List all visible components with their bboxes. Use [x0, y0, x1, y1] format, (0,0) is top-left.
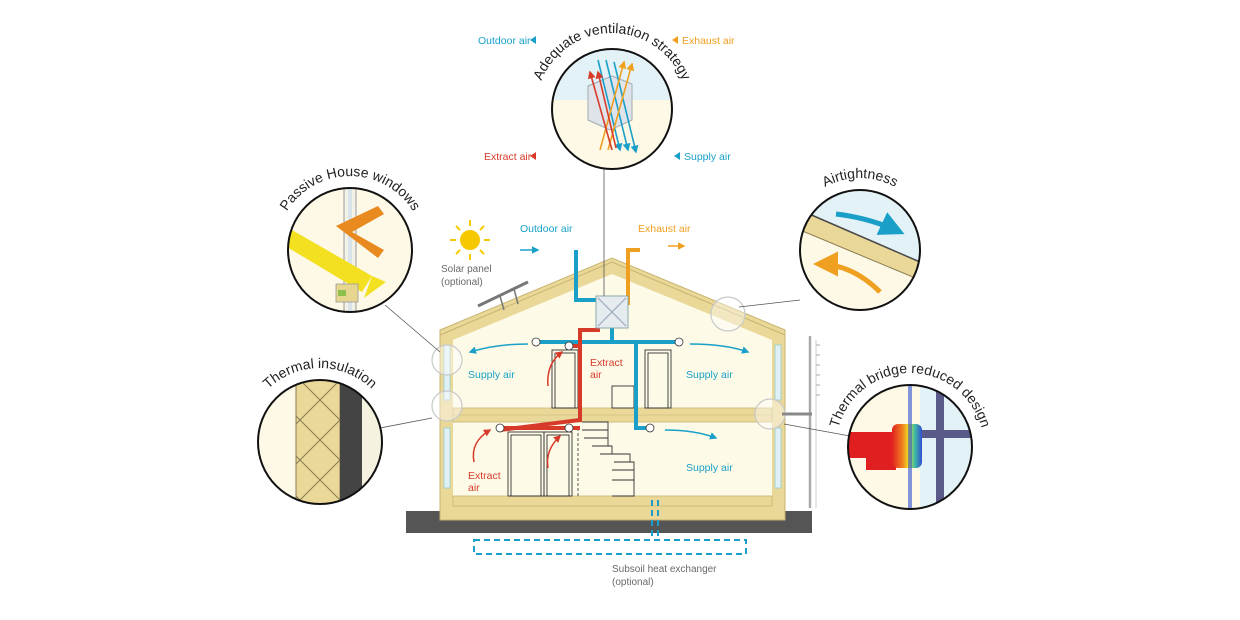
solar-panel: [477, 280, 529, 311]
windows-circle: [287, 187, 413, 313]
triangle-left-icon: [530, 36, 536, 44]
label-exhaust-air: Exhaust air: [638, 223, 691, 235]
label-lower-supply: Supply air: [686, 462, 733, 474]
airtightness-circle: [799, 189, 921, 311]
label-upper-extract: Extract: [590, 357, 623, 369]
heat-recovery-unit: [595, 295, 629, 329]
right-window-lower: [774, 427, 782, 489]
ventilation-detail: [551, 48, 673, 170]
house-interior: [453, 274, 772, 506]
sun-icon: [450, 220, 490, 260]
windows-detail: [287, 187, 413, 313]
left-window-lower: [443, 427, 451, 489]
ventilation-circle: [551, 48, 673, 170]
title-airtightness: Airtightness: [819, 165, 901, 190]
facade-element: [782, 336, 820, 508]
insulation-detail: [257, 379, 383, 505]
label-top-supply-air: Supply air: [684, 151, 731, 163]
triangle-left-icon: [530, 152, 536, 160]
label-top-outdoor-air: Outdoor air: [478, 35, 531, 47]
subsoil-heat-exchanger: [473, 500, 747, 555]
right-window-upper: [774, 344, 782, 401]
thermal-bridge-detail: [847, 384, 973, 510]
airtightness-detail: [799, 189, 921, 311]
insulation-circle: [257, 379, 383, 505]
label-solar-optional: (optional): [441, 277, 483, 288]
exhaust-duct: [626, 248, 640, 305]
detail-markers: [431, 296, 786, 430]
label-lower-extract-air: air: [468, 482, 480, 494]
thermal-bridge-circle: [847, 384, 973, 510]
label-top-exhaust-air: Exhaust air: [682, 35, 735, 47]
connector-lines: [379, 169, 851, 437]
triangle-left-icon: [674, 152, 680, 160]
label-subsoil-optional: (optional): [612, 577, 654, 588]
label-solar-panel: Solar panel: [441, 264, 492, 275]
ground-slab: [452, 495, 773, 507]
label-upper-extract-air: air: [590, 369, 602, 381]
label-outdoor-air: Outdoor air: [520, 223, 573, 235]
room-airflow: [468, 343, 750, 469]
label-subsoil: Subsoil heat exchanger: [612, 564, 717, 575]
stairs: [582, 421, 635, 497]
label-top-extract-air: Extract air: [484, 151, 532, 163]
label-upper-supply-right: Supply air: [686, 369, 733, 381]
label-upper-supply-left: Supply air: [468, 369, 515, 381]
label-lower-extract: Extract: [468, 470, 501, 482]
vent-nozzles: [495, 337, 684, 433]
triangle-left-icon: [672, 36, 678, 44]
house: [406, 220, 820, 555]
